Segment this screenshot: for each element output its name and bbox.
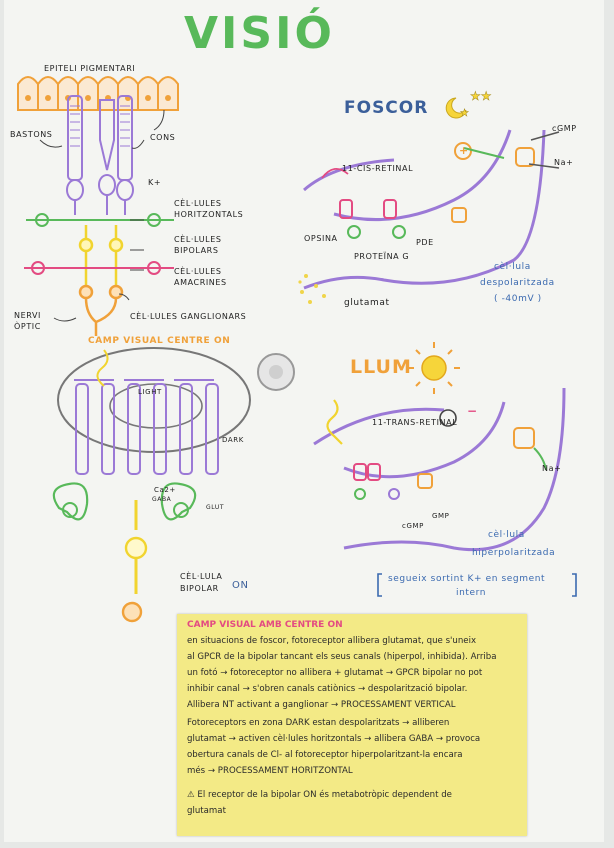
note-line: inhibir canal → s'obren canals catiònics… [187,684,467,694]
camp-on-diagram [54,348,294,621]
foscor-pde: PDE [416,238,434,247]
bipolars-label: CÈL·LULES BIPOLARS [174,234,254,256]
llum-gmp: GMP [432,512,450,520]
plus-symbol: + [459,144,469,157]
pigment-epithelium [18,77,178,110]
minus-symbol: − [467,404,478,418]
amacrine-cells [24,262,174,274]
cons-label: CONS [150,133,175,142]
foscor-proteina: PROTEÏNA G [354,252,409,261]
notebook-page: VISIÓ [4,0,604,842]
campon-bipolar-1: CÈL·LULA [180,572,222,581]
note-line: glutamat [187,806,226,816]
llum-cell-1: cèl·lula [488,530,525,540]
sun-icon [408,342,460,394]
foscor-cell-1: cèl·lula [494,262,531,272]
epiteli-label: EPITELI PIGMENTARI [44,64,135,73]
note-line: un fotó → fotoreceptor no allibera + glu… [187,668,482,678]
campon-on: ON [232,580,249,591]
foscor-cell-2: despolaritzada [480,278,555,288]
bipolar-cells [80,225,122,285]
llum-na: Na+ [542,464,561,473]
foscor-title: FOSCOR [344,98,428,118]
note-line: al GPCR de la bipolar tancant els seus c… [187,652,496,662]
note-heading: CAMP VISUAL AMB CENTRE ON [187,620,343,630]
ganglionars-label: CÈL·LULES GANGLIONARS [130,312,246,321]
summary-note: CAMP VISUAL AMB CENTRE ON en situacions … [177,614,527,836]
campon-dark: DARK [222,436,244,444]
foscor-glutamat: glutamat [344,298,390,308]
llum-diagram [314,388,564,550]
nervi-label: NERVI ÒPTIC [14,310,54,332]
note-line: glutamat → activen cèl·lules horitzontal… [187,734,480,744]
foscor-opsina: OPSINA [304,234,338,243]
llum-cgmp: cGMP [402,522,424,530]
campon-glut: GLUT [206,504,224,511]
llum-cell-2: hiperpolaritzada [472,548,555,558]
campon-bipolar-2: BIPOLAR [180,584,219,593]
foscor-na: Na+ [554,158,573,167]
bastons-label: BASTONS [10,130,53,139]
svg-text:★: ★ [460,108,469,119]
note-line: en situacions de foscor, fotoreceptor al… [187,636,476,646]
foscor-retinal: 11-CIS-RETINAL [342,164,413,173]
foscor-cell-3: ( -40mV ) [494,294,542,304]
foscor-cgmp: cGMP [552,124,577,133]
llum-retinal: 11-TRANS-RETINAL [372,418,457,427]
horizontal-cells [26,214,174,226]
campon-ca: Ca2+ [154,486,176,494]
moon-stars-icon: ★★ ★ [446,89,491,119]
amacrines-label: CÈL·LULES AMACRINES [174,266,254,288]
glutamate-dots [298,274,326,304]
ganglion-cells [80,286,122,336]
note-line: Fotoreceptors en zona DARK estan despola… [187,718,449,728]
campon-gaba: GABA [152,496,171,503]
note-line: obertura canals de Cl- al fotoreceptor h… [187,750,463,760]
note-line: Allibera NT activant a ganglionar → PROC… [187,700,456,710]
llum-note-2: intern [456,588,486,598]
svg-text:★★: ★★ [470,89,492,103]
campon-title: CAMP VISUAL CENTRE ON [88,336,230,346]
note-line: més → PROCESSAMENT HORITZONTAL [187,766,353,776]
note-warning: ⚠ El receptor de la bipolar ON és metabo… [187,790,452,800]
campon-light: LIGHT [138,388,162,396]
llum-title: LLUM [350,356,412,378]
llum-note-1: segueix sortint K+ en segment [388,574,545,584]
horitzontals-label: CÈL·LULES HORITZONTALS [174,198,254,220]
k-label: K+ [148,178,161,187]
